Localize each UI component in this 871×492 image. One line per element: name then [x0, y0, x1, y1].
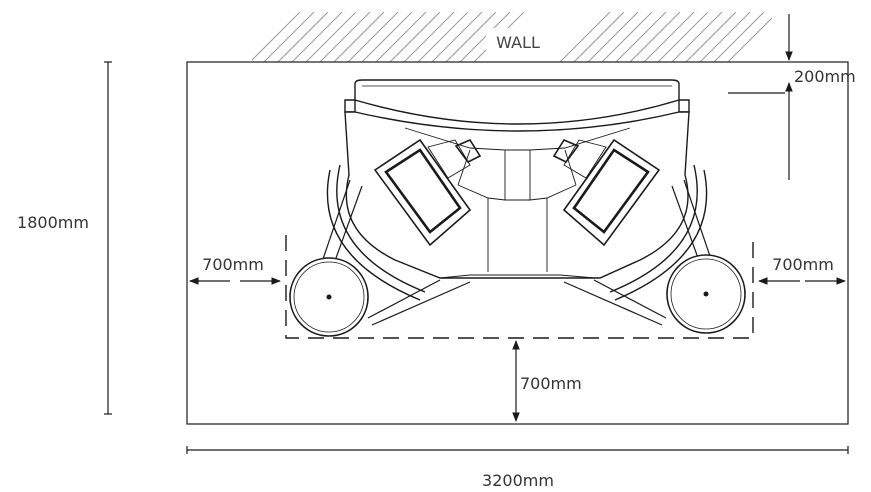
wall-label-backing: [486, 28, 550, 54]
wall-label: WALL: [496, 33, 540, 52]
top-clearance-label: 200mm: [794, 67, 856, 86]
dimension-width: [186, 446, 849, 454]
dimension-top-clearance: [728, 14, 793, 180]
width-label: 3200mm: [482, 471, 554, 490]
right-wheel: [666, 254, 746, 334]
wall-hatching: [252, 12, 772, 62]
dimension-depth: [104, 61, 112, 415]
left-wheel: [289, 257, 369, 337]
floor-area-outline: [186, 61, 849, 425]
left-clearance-label: 700mm: [202, 255, 264, 274]
left-seat: [373, 138, 482, 247]
machine-top-bar: [354, 79, 680, 125]
bottom-clearance-label: 700mm: [520, 374, 582, 393]
right-seat: [552, 138, 661, 247]
depth-label: 1800mm: [17, 213, 89, 232]
right-clearance-label: 700mm: [772, 255, 834, 274]
machine-footprint-dashed: [285, 235, 754, 339]
simulator-machine: [289, 79, 746, 337]
